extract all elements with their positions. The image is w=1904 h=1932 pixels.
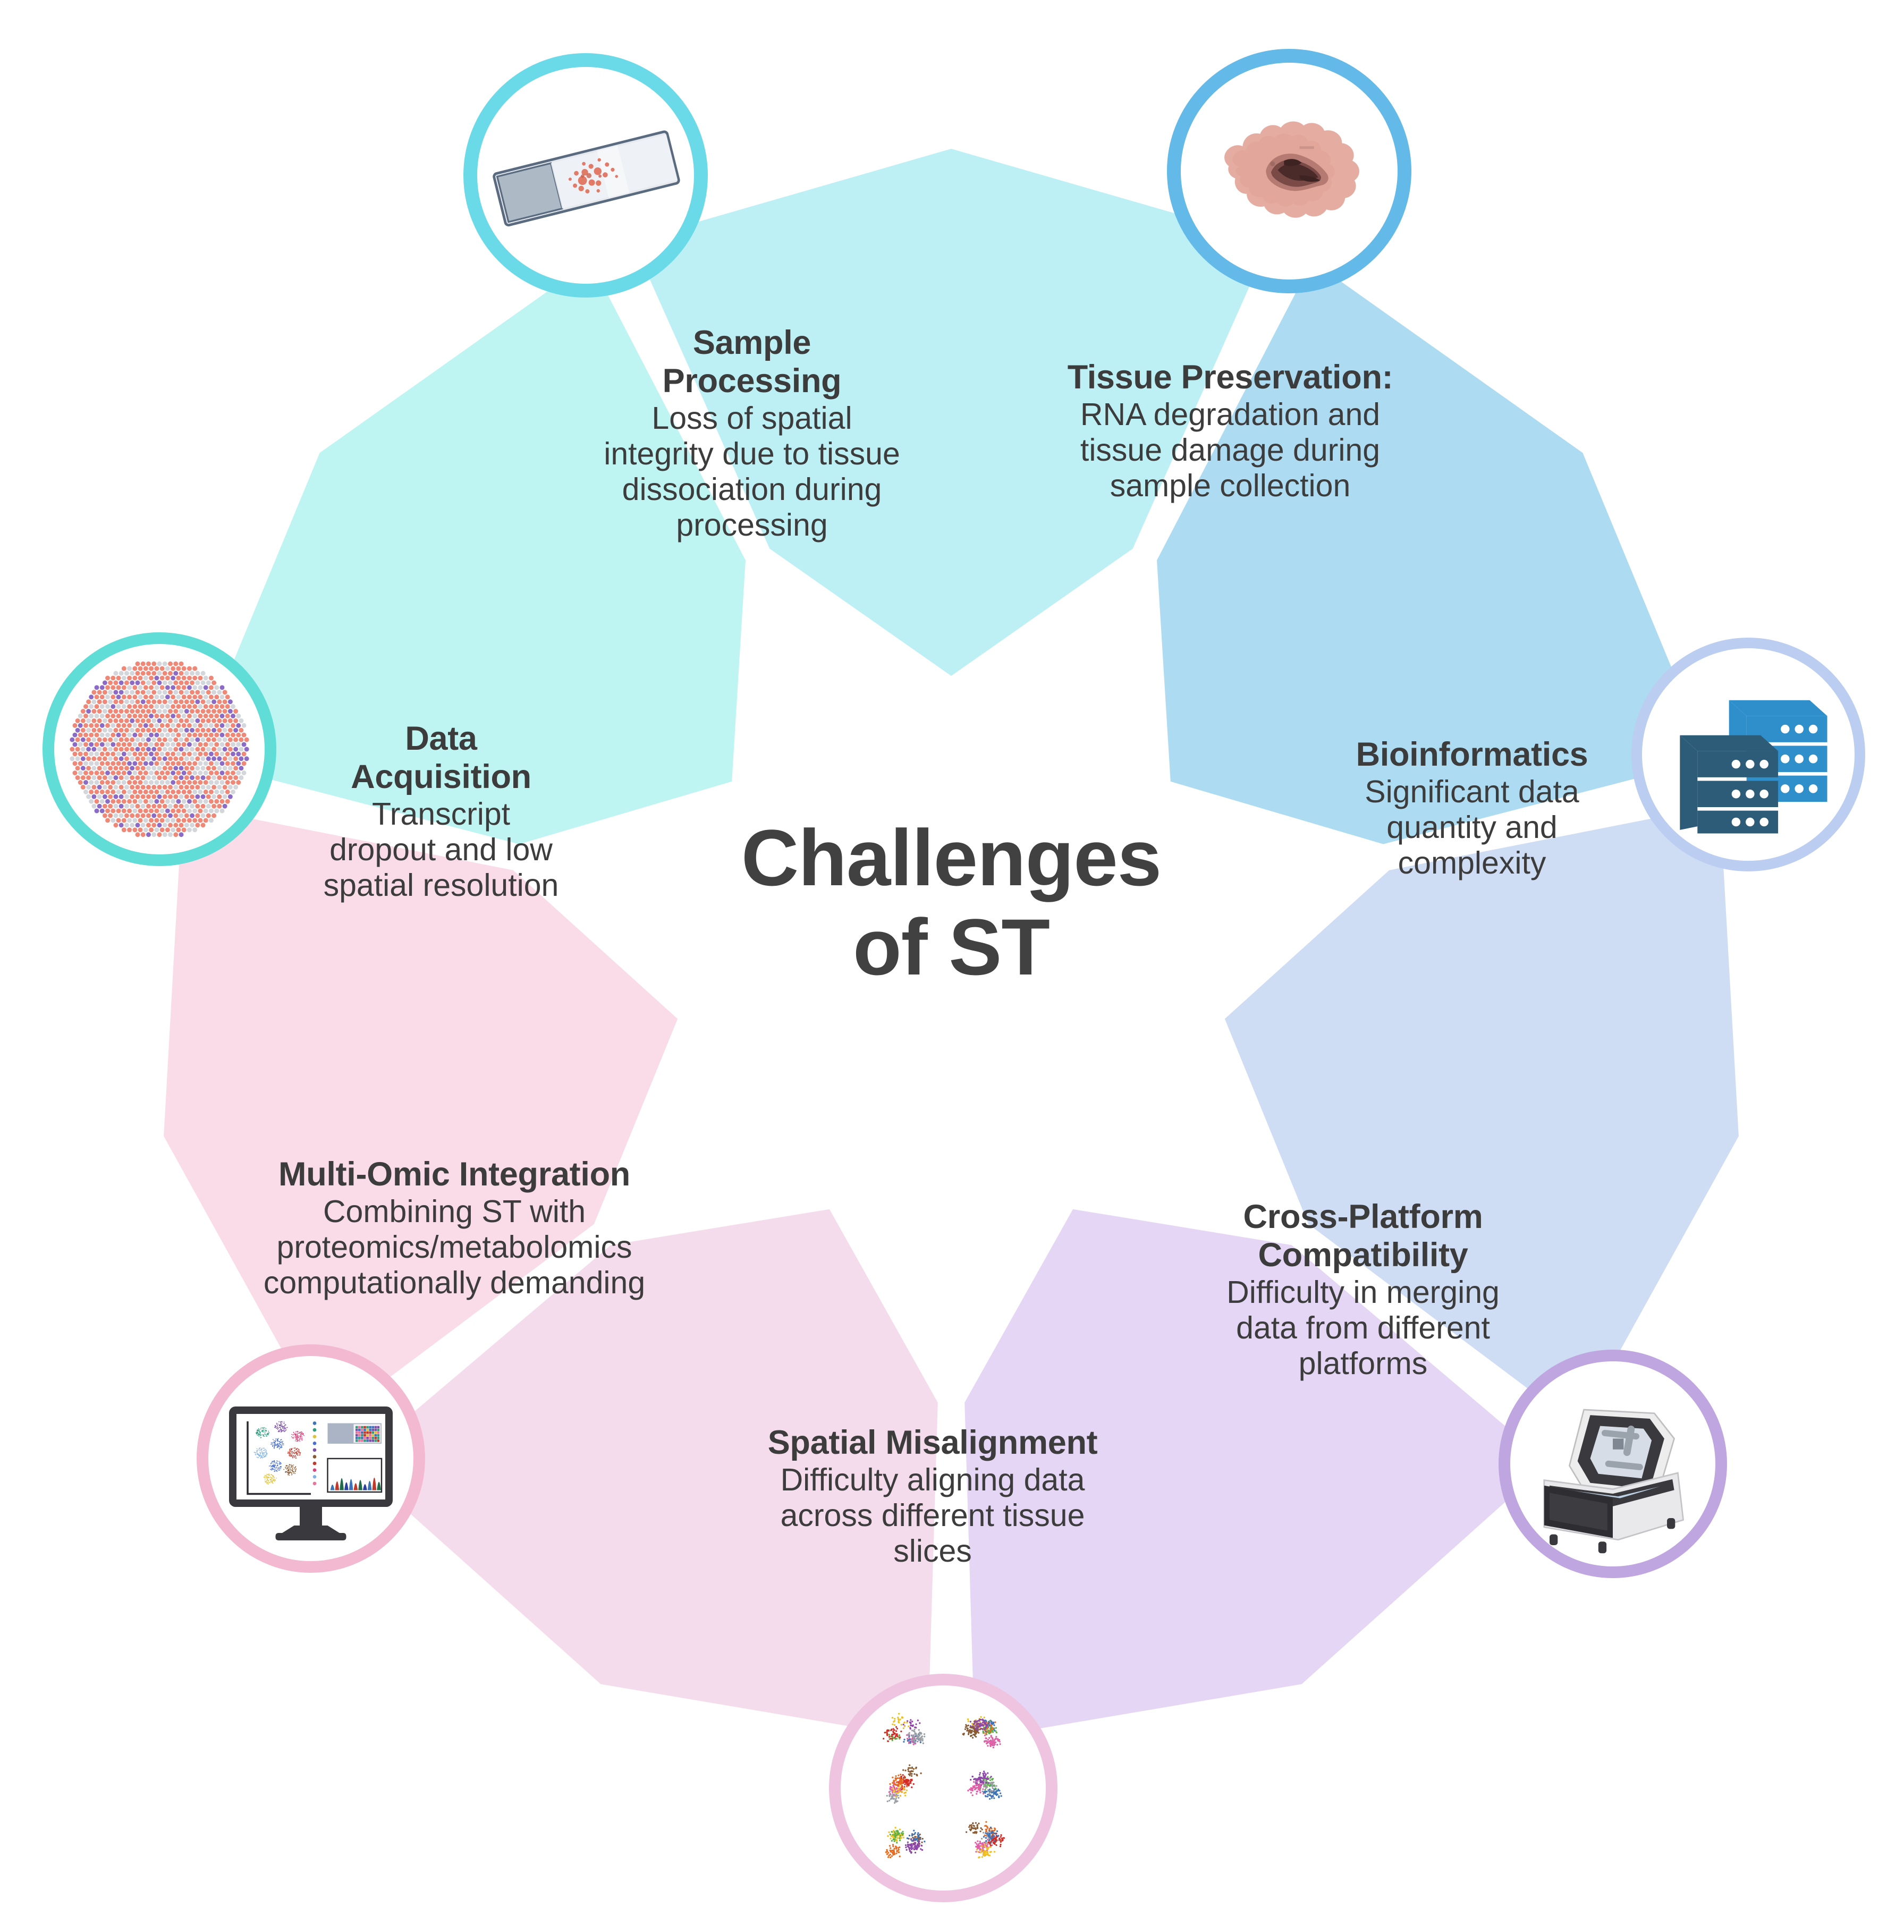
segment-description: Significant data quantity and complexity [1365, 774, 1579, 881]
microscope-slide-icon [493, 130, 680, 227]
segment-title: Bioinformatics [1356, 736, 1588, 773]
monitor-analysis-icon [229, 1406, 393, 1540]
segment-label-multi-omic-integration: Multi-Omic Integration Combining ST with… [234, 1156, 675, 1301]
segment-label-tissue-preservation: Tissue Preservation: RNA degradation and… [1028, 359, 1432, 504]
ring-segment-tissue-preservation[interactable] [1157, 261, 1710, 844]
segment-label-sample-processing: Sample Processing Loss of spatial integr… [545, 324, 959, 544]
spatial-spots-icon [70, 661, 249, 837]
segment-label-spatial-misalignment: Spatial Misalignment Difficulty aligning… [720, 1424, 1145, 1570]
ring-segment-spatial-misalignment[interactable] [353, 1209, 938, 1740]
server-rack-icon [1680, 700, 1827, 834]
ring-segment-cross-platform-compatibility[interactable] [964, 1209, 1549, 1740]
badge-multi-omic-integration [197, 1344, 425, 1573]
segment-description: Loss of spatial integrity due to tissue … [604, 400, 900, 543]
badge-cross-platform-compatibility [1499, 1350, 1727, 1578]
segment-label-data-acquisition: Data Acquisition Transcript dropout and … [308, 720, 574, 903]
segment-description: Difficulty in merging data from differen… [1226, 1274, 1500, 1382]
umap-clusters-icon [883, 1713, 1005, 1859]
badge-spatial-misalignment [829, 1674, 1057, 1902]
segment-title: Data Acquisition [351, 720, 531, 795]
segment-title: Cross-Platform Compatibility [1243, 1198, 1483, 1274]
lab-instrument-icon [1543, 1409, 1685, 1554]
badge-bioinformatics [1631, 638, 1865, 871]
badge-tissue-preservation [1167, 49, 1411, 293]
center-title-line-2: of ST [853, 902, 1050, 992]
tumor-tissue-icon [1224, 121, 1359, 218]
segment-description: Difficulty aligning data across differen… [780, 1462, 1085, 1569]
segment-description: RNA degradation and tissue damage during… [1080, 396, 1381, 504]
segment-title: Tissue Preservation: [1067, 359, 1393, 396]
badge-sample-processing [463, 53, 708, 298]
page-title: Challenges of ST [659, 813, 1243, 992]
segment-title: Spatial Misalignment [767, 1424, 1098, 1461]
ring-segment-sample-processing[interactable] [632, 149, 1270, 676]
center-title-line-1: Challenges [741, 813, 1162, 902]
segment-description: Combining ST with proteomics/metabolomic… [263, 1193, 646, 1301]
segment-description: Transcript dropout and low spatial resol… [323, 796, 559, 903]
ring-segment-multi-omic-integration[interactable] [164, 805, 678, 1427]
segment-title: Sample Processing [662, 324, 842, 400]
badge-data-acquisition [43, 632, 276, 866]
segment-title: Multi-Omic Integration [278, 1156, 630, 1193]
segment-label-cross-platform-compatibility: Cross-Platform Compatibility Difficulty … [1198, 1198, 1528, 1382]
ring-segment-bioinformatics[interactable] [1224, 805, 1739, 1427]
ring-segment-data-acquisition[interactable] [193, 261, 746, 844]
segment-label-bioinformatics: Bioinformatics Significant data quantity… [1302, 736, 1642, 882]
